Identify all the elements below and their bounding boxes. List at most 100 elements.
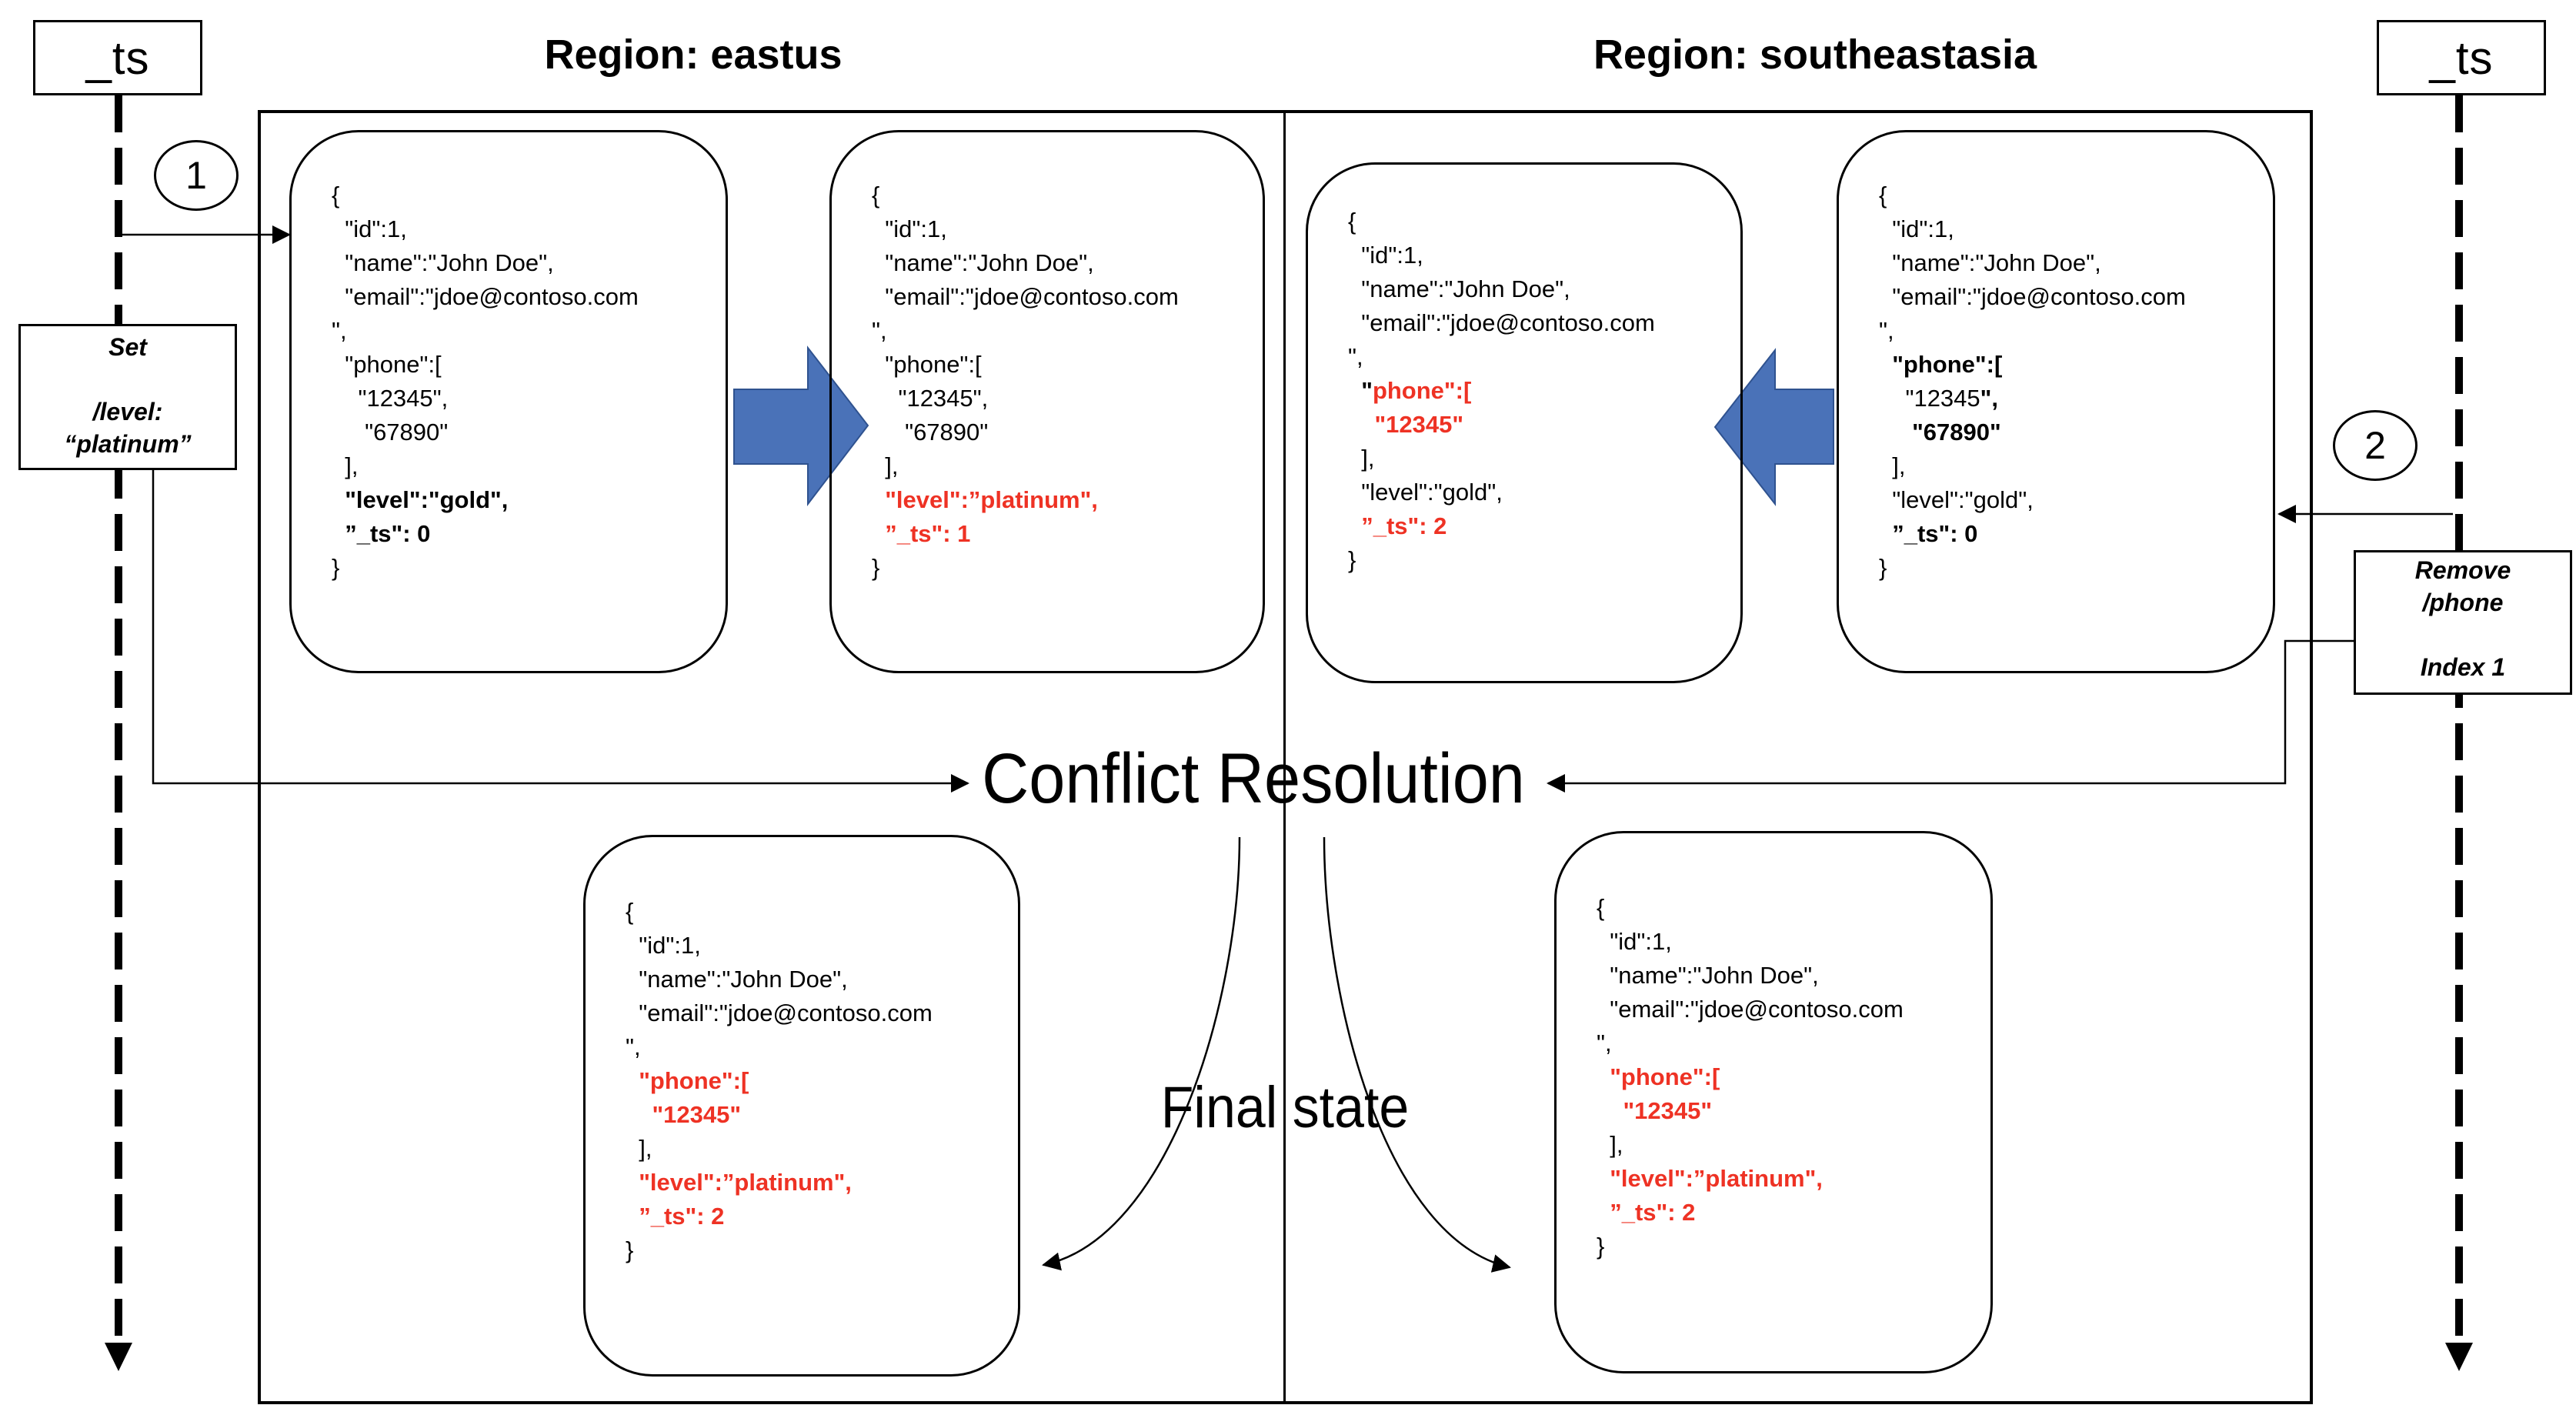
op-line: Index 1 xyxy=(2420,653,2506,681)
json-text: { xyxy=(1348,208,1356,235)
json-line: } xyxy=(1879,551,2186,585)
json-text: ], xyxy=(1348,445,1375,472)
json-line: ", xyxy=(872,314,1179,348)
json-text: "name":"John Doe", xyxy=(1879,249,2101,276)
highlighted-change-text: "12345" xyxy=(652,1101,742,1128)
json-text: { xyxy=(1879,182,1887,209)
json-content: { "id":1, "name":"John Doe", "email":"jd… xyxy=(1348,205,1655,577)
json-line: "phone":[ xyxy=(626,1064,933,1098)
json-text: "name":"John Doe", xyxy=(626,966,848,993)
json-line: { xyxy=(332,179,639,212)
json-line: "12345" xyxy=(1348,408,1655,442)
json-line: ”_ts": 0 xyxy=(332,517,639,551)
json-line: "level":"gold", xyxy=(1348,476,1655,509)
conflict-resolution-label: Conflict Resolution xyxy=(982,739,1525,818)
json-line: ], xyxy=(1879,449,2186,483)
json-line: ], xyxy=(332,449,639,483)
json-text: ], xyxy=(1597,1131,1623,1158)
json-line: "level":”platinum", xyxy=(626,1166,933,1200)
json-line: ], xyxy=(1597,1128,1904,1162)
json-text xyxy=(1348,411,1374,438)
highlighted-change-text: ”_ts": 2 xyxy=(639,1203,725,1230)
json-text xyxy=(332,486,345,513)
json-line: "phone":[ xyxy=(332,348,639,382)
highlighted-change-text: "level":”platinum", xyxy=(885,486,1098,513)
json-content: { "id":1, "name":"John Doe", "email":"jd… xyxy=(1879,179,2186,585)
json-text: "67890" xyxy=(872,419,989,446)
json-text xyxy=(1879,351,1892,378)
json-text: ", xyxy=(1879,317,1894,344)
json-line: } xyxy=(332,551,639,585)
json-text: { xyxy=(1597,894,1605,921)
json-text: ], xyxy=(872,452,899,479)
json-text xyxy=(626,1067,639,1094)
json-text: "email":"jdoe@contoso.com xyxy=(1348,309,1655,336)
json-text: "email":"jdoe@contoso.com xyxy=(626,1000,933,1026)
step1-badge: 1 xyxy=(154,140,239,211)
json-line: ], xyxy=(1348,442,1655,476)
json-text: ], xyxy=(1879,452,1906,479)
emphasized-text: " xyxy=(1361,377,1373,404)
doc-final-southeastasia: { "id":1, "name":"John Doe", "email":"jd… xyxy=(1554,831,1993,1373)
json-text: "name":"John Doe", xyxy=(872,249,1094,276)
json-text: "level":"gold", xyxy=(1348,479,1503,506)
json-text: "id":1, xyxy=(332,215,407,242)
left-lifeline-arrowhead xyxy=(105,1343,132,1371)
json-text xyxy=(1348,512,1361,539)
json-line: "67890" xyxy=(872,415,1179,449)
json-line: "phone":[ xyxy=(1597,1060,1904,1094)
json-text: ], xyxy=(332,452,359,479)
highlighted-change-text: ”_ts": 2 xyxy=(1610,1199,1696,1226)
op-line xyxy=(21,363,235,395)
json-line: "12345", xyxy=(1879,382,2186,415)
left-ts-header: _ts xyxy=(33,20,202,95)
json-text xyxy=(1597,1063,1610,1090)
json-text: } xyxy=(1879,554,1887,581)
json-text: "name":"John Doe", xyxy=(1597,962,1819,989)
remove-operation-box: Remove /phone Index 1 xyxy=(2354,550,2572,695)
json-text: } xyxy=(1348,546,1356,573)
json-line: ], xyxy=(872,449,1179,483)
json-line: "name":"John Doe", xyxy=(1879,246,2186,280)
json-line: ”_ts": 2 xyxy=(626,1200,933,1233)
json-text xyxy=(1348,377,1361,404)
json-line: "email":"jdoe@contoso.com xyxy=(1348,306,1655,340)
region-title-eastus: Region: eastus xyxy=(544,32,843,78)
json-text: "phone":[ xyxy=(872,351,982,378)
highlighted-change-text: "level":”platinum", xyxy=(1610,1165,1823,1192)
json-text: "email":"jdoe@contoso.com xyxy=(1597,996,1904,1023)
json-text: { xyxy=(626,898,634,925)
json-line: "level":"gold", xyxy=(332,483,639,517)
json-line: ”_ts": 1 xyxy=(872,517,1179,551)
json-line: } xyxy=(1348,543,1655,577)
json-line: ", xyxy=(1597,1026,1904,1060)
emphasized-text: ”_ts": 0 xyxy=(1892,520,1978,547)
region-title-southeastasia: Region: southeastasia xyxy=(1593,32,2037,78)
json-line: "email":"jdoe@contoso.com xyxy=(332,280,639,314)
json-line: "id":1, xyxy=(332,212,639,246)
op-line: /level: xyxy=(92,398,163,425)
json-content: { "id":1, "name":"John Doe", "email":"jd… xyxy=(872,179,1179,585)
json-content: { "id":1, "name":"John Doe", "email":"jd… xyxy=(626,895,933,1267)
json-text: { xyxy=(332,182,340,209)
json-line: "email":"jdoe@contoso.com xyxy=(1597,993,1904,1026)
doc-southeastasia-after: { "id":1, "name":"John Doe", "email":"jd… xyxy=(1306,162,1743,683)
set-operation-box: Set /level: “platinum” xyxy=(18,324,237,470)
final-state-label: Final state xyxy=(1160,1075,1410,1140)
region-divider xyxy=(1283,110,1286,1404)
json-line: "name":"John Doe", xyxy=(332,246,639,280)
json-text: "12345", xyxy=(872,385,989,412)
json-content: { "id":1, "name":"John Doe", "email":"jd… xyxy=(332,179,639,585)
json-text: "id":1, xyxy=(1597,928,1672,955)
highlighted-change-text: "12345" xyxy=(1623,1097,1713,1124)
json-text: "id":1, xyxy=(1879,215,1954,242)
json-text xyxy=(1597,1199,1610,1226)
doc-southeastasia-before: { "id":1, "name":"John Doe", "email":"jd… xyxy=(1837,130,2275,673)
json-text xyxy=(872,520,885,547)
json-text: "12345 xyxy=(1879,385,1980,412)
json-text: ], xyxy=(626,1135,652,1162)
op-line xyxy=(2356,619,2570,651)
json-line: "name":"John Doe", xyxy=(1348,272,1655,306)
json-line: "67890" xyxy=(332,415,639,449)
json-text: ", xyxy=(332,317,347,344)
